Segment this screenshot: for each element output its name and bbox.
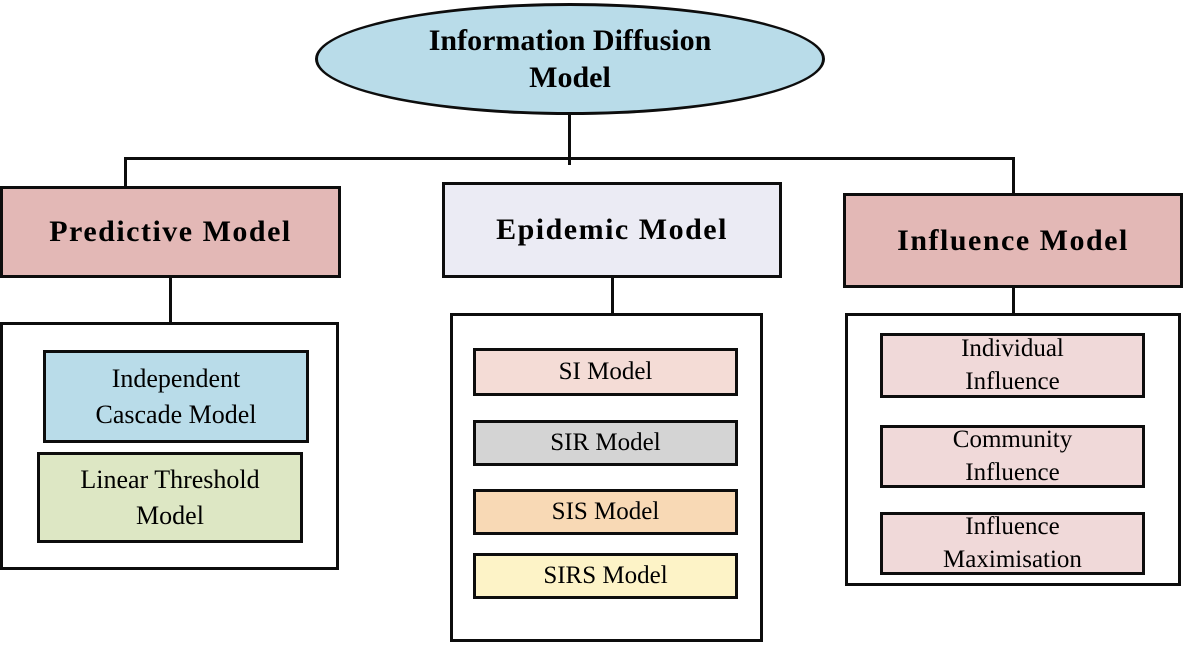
connector-influence-to-children: [1012, 286, 1015, 314]
leaf-independent-cascade-model: Independent Cascade Model: [43, 350, 309, 443]
connector-main-horizontal: [124, 157, 1015, 160]
connector-root-vertical: [568, 113, 571, 165]
branch-epidemic-model: Epidemic Model: [442, 182, 782, 278]
connector-drop-influence: [1012, 158, 1015, 194]
root-node-information-diffusion-model: Information Diffusion Model: [315, 3, 825, 115]
leaf-individual-influence: Individual Influence: [880, 333, 1145, 398]
connector-epidemic-to-children: [611, 276, 614, 314]
connector-predictive-to-children: [169, 276, 172, 323]
leaf-linear-threshold-model: Linear Threshold Model: [37, 452, 303, 543]
leaf-sirs-model: SIRS Model: [473, 553, 738, 599]
leaf-sis-model: SIS Model: [473, 489, 738, 535]
branch-predictive-model: Predictive Model: [0, 186, 341, 278]
leaf-si-model: SI Model: [473, 348, 738, 396]
leaf-community-influence: Community Influence: [880, 425, 1145, 488]
leaf-influence-maximisation: Influence Maximisation: [880, 512, 1145, 575]
branch-influence-model: Influence Model: [843, 193, 1183, 288]
leaf-sir-model: SIR Model: [473, 420, 738, 466]
connector-drop-predictive: [124, 158, 127, 187]
